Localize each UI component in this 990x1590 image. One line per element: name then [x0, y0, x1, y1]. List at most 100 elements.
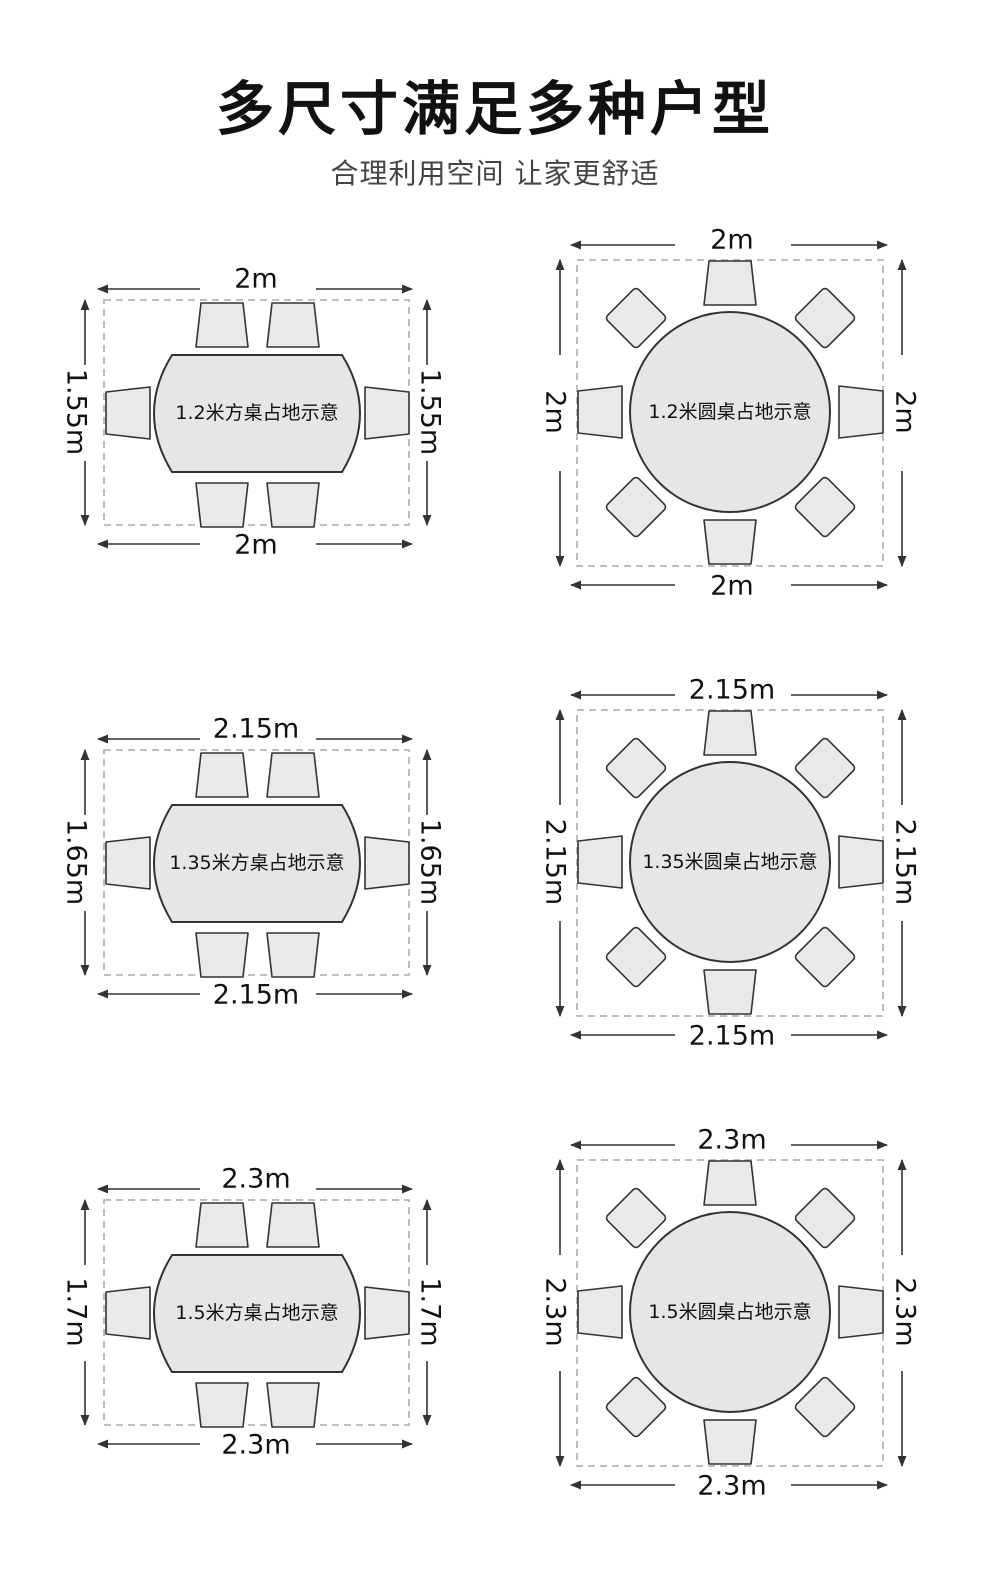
chair-shape	[838, 385, 884, 439]
chair-shape	[577, 835, 623, 889]
chair-top-right	[266, 302, 320, 348]
top-width-label: 2.15m	[689, 675, 775, 706]
chair-shape	[703, 1160, 757, 1206]
chair-bottom	[703, 969, 757, 1015]
top-width-label: 2m	[234, 264, 277, 295]
chair-top-left	[605, 287, 667, 349]
chair-bottom	[703, 1419, 757, 1465]
right-height-label: 2.15m	[890, 819, 921, 905]
chair-bottom-right	[266, 482, 320, 528]
table-label: 1.5米圆桌占地示意	[648, 1301, 811, 1323]
chair-bottom-right	[266, 1382, 320, 1428]
chair-shape	[838, 835, 884, 889]
right-height-label: 1.55m	[415, 369, 446, 455]
chair-shape	[105, 836, 151, 890]
table-label: 1.35米方桌占地示意	[169, 852, 344, 874]
chair-shape	[195, 1382, 249, 1428]
chair-right	[364, 1286, 410, 1340]
chair-left	[577, 835, 623, 889]
chair-bottom-right	[794, 926, 856, 988]
chair-top-left	[195, 1202, 249, 1248]
left-height-label: 2m	[540, 390, 571, 433]
chair-top	[703, 710, 757, 756]
chair-shape	[195, 302, 249, 348]
chair-left	[105, 1286, 151, 1340]
top-width-label: 2.3m	[697, 1125, 766, 1156]
chair-shape	[703, 710, 757, 756]
right-height-label: 1.7m	[415, 1277, 446, 1346]
chair-bottom-left	[195, 1382, 249, 1428]
table-label: 1.5米方桌占地示意	[175, 1302, 338, 1324]
table-label: 1.35米圆桌占地示意	[642, 851, 817, 873]
top-width-label: 2m	[710, 225, 753, 256]
bottom-width-label: 2.15m	[213, 980, 299, 1011]
chair-bottom-left	[195, 482, 249, 528]
right-height-label: 1.65m	[415, 819, 446, 905]
chair-top-left	[605, 737, 667, 799]
page-title: 多尺寸满足多种户型	[215, 75, 774, 143]
chair-shape	[266, 1202, 320, 1248]
chair-bottom-left	[605, 476, 667, 538]
round-layout-3: 2.3m 2.3m 2.3m 2.3m 1.5米圆桌占地示意	[540, 1125, 921, 1502]
chair-left	[105, 386, 151, 440]
chair-shape	[703, 260, 757, 306]
chair-right	[364, 836, 410, 890]
chair-top-right	[794, 287, 856, 349]
round-table	[629, 761, 831, 963]
chair-shape	[266, 752, 320, 798]
chair-shape	[266, 302, 320, 348]
chair-top	[703, 1160, 757, 1206]
chair-shape	[195, 932, 249, 978]
chair-shape	[364, 836, 410, 890]
chair-top-right	[266, 1202, 320, 1248]
chair-shape	[577, 1285, 623, 1339]
chair-top-left	[195, 302, 249, 348]
table-label: 1.2米方桌占地示意	[175, 402, 338, 424]
chair-right	[364, 386, 410, 440]
rect-table	[153, 804, 361, 923]
chair-shape	[703, 1419, 757, 1465]
left-height-label: 2.3m	[540, 1277, 571, 1346]
bottom-width-label: 2.15m	[689, 1021, 775, 1052]
chair-right	[838, 1285, 884, 1339]
right-height-label: 2.3m	[890, 1277, 921, 1346]
chair-shape	[266, 932, 320, 978]
chair-shape	[195, 1202, 249, 1248]
chair-shape	[195, 752, 249, 798]
chair-top-left	[195, 752, 249, 798]
bottom-width-label: 2.3m	[697, 1471, 766, 1502]
chair-bottom-left	[195, 932, 249, 978]
chair-shape	[364, 386, 410, 440]
round-table	[629, 311, 831, 513]
chair-top-right	[794, 737, 856, 799]
chair-shape	[364, 1286, 410, 1340]
chair-shape	[266, 1382, 320, 1428]
top-width-label: 2.3m	[221, 1164, 290, 1195]
chair-right	[838, 385, 884, 439]
chair-bottom-right	[794, 1376, 856, 1438]
chair-bottom-right	[794, 476, 856, 538]
chair-top-right	[266, 752, 320, 798]
left-height-label: 1.55m	[61, 369, 92, 455]
chair-bottom-left	[605, 1376, 667, 1438]
table-label: 1.2米圆桌占地示意	[648, 401, 811, 423]
bottom-width-label: 2m	[710, 571, 753, 602]
chair-shape	[838, 1285, 884, 1339]
chair-left	[577, 385, 623, 439]
chair-bottom	[703, 519, 757, 565]
bottom-width-label: 2.3m	[221, 1430, 290, 1461]
chair-bottom-right	[266, 932, 320, 978]
round-table	[629, 1211, 831, 1413]
page-subtitle: 合理利用空间 让家更舒适	[330, 157, 660, 190]
rect-table	[153, 1254, 361, 1373]
rect-table	[153, 354, 361, 473]
chair-shape	[703, 969, 757, 1015]
chair-shape	[266, 482, 320, 528]
chair-top-left	[605, 1187, 667, 1249]
chair-left	[105, 836, 151, 890]
